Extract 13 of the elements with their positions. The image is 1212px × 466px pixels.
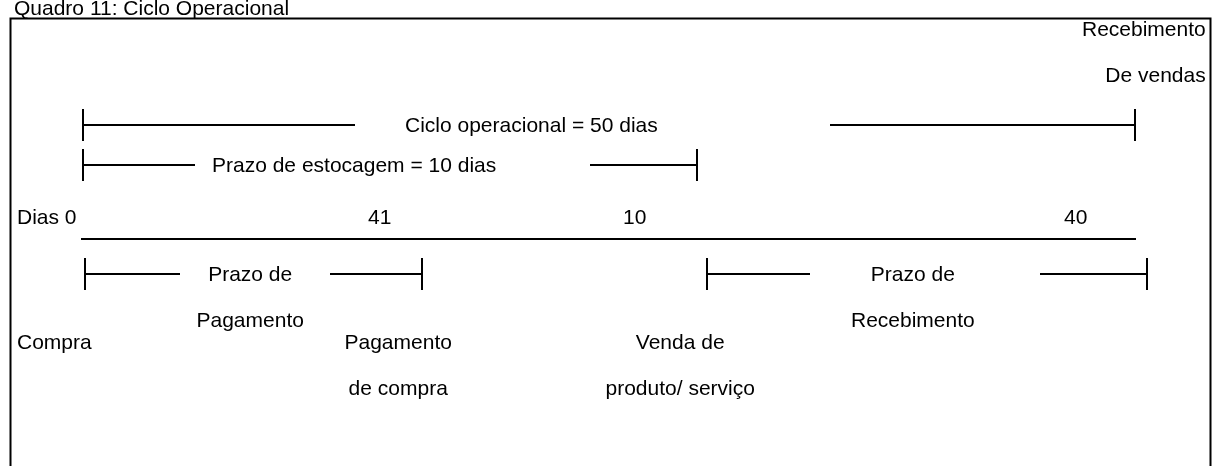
event-label: Pagamento de compra xyxy=(344,329,452,401)
dimension-label: Prazo de estocagem = 10 dias xyxy=(212,152,497,178)
axis-label: Dias 0 xyxy=(17,204,77,230)
event-label: Compra xyxy=(17,329,92,355)
title: Quadro 11: Ciclo Operacional xyxy=(14,0,290,20)
day-number: 41 xyxy=(368,204,392,230)
dimension-label: Ciclo operacional = 50 dias xyxy=(405,112,658,138)
dimension-label: Prazo de Recebimento xyxy=(851,261,975,333)
day-number: 40 xyxy=(1064,204,1088,230)
dimension-label: Prazo de Pagamento xyxy=(196,261,304,333)
event-label: Venda de produto/ serviço xyxy=(605,329,755,401)
day-number: 10 xyxy=(623,204,647,230)
annotation: Recebimento De vendas xyxy=(1082,16,1206,88)
